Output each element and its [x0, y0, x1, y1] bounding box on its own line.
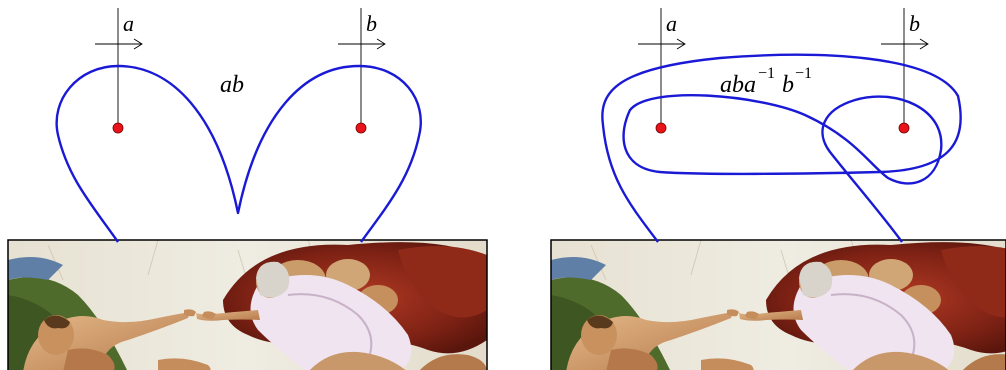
puncture-b [356, 123, 366, 133]
painting-left [8, 240, 487, 370]
arrow-b [881, 39, 928, 49]
left-panel: a b ab [8, 8, 487, 370]
word-part-aba: aba [720, 72, 756, 98]
label-a: a [123, 11, 134, 36]
label-a: a [666, 11, 677, 36]
puncture-a [113, 123, 123, 133]
word-exp-1: −1 [758, 65, 775, 82]
arrow-a [638, 39, 685, 49]
label-b: b [366, 11, 377, 36]
word-commutator: aba −1 b −1 [720, 65, 812, 98]
puncture-a [656, 123, 666, 133]
word-ab: ab [220, 72, 244, 98]
label-b: b [909, 11, 920, 36]
painting-right [551, 240, 1006, 370]
arrow-b [338, 39, 385, 49]
puncture-b [899, 123, 909, 133]
right-panel: a b aba −1 b −1 [551, 8, 1006, 370]
arrow-a [95, 39, 142, 49]
word-part-b: b [782, 72, 794, 98]
word-exp-2: −1 [795, 65, 812, 82]
